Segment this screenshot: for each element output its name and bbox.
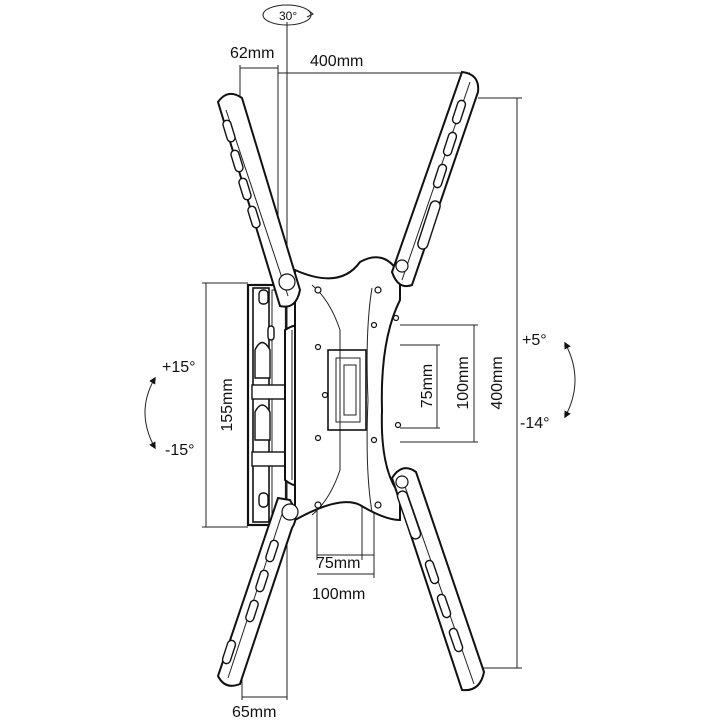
dim-65mm: 65mm [232,704,276,720]
arm-top-left [216,92,302,308]
dim-155mm: 155mm [219,378,236,431]
dim-75mm-height: 75mm [419,364,436,408]
arm-bottom-left [216,496,299,687]
arm-bottom-right [390,467,486,692]
dim-100mm-width: 100mm [312,586,365,603]
tilt-arrow [564,341,576,419]
dim-75mm-width: 75mm [316,555,360,572]
dim-400mm-width: 400mm [310,53,363,70]
dim-62mm: 62mm [230,45,274,62]
vesa-center-plate [294,256,402,522]
dim-400mm-height: 400mm [489,356,506,409]
swivel-up-label: +15° [162,359,196,376]
wall-plate-dimension-lines [202,282,248,528]
tilt-up-label: +5° [522,332,547,349]
arm-top-right [390,70,480,288]
dim-100mm-height: 100mm [455,356,472,409]
swivel-arrow [144,376,156,450]
swivel-down-label: -15° [165,442,195,459]
tilt-angle-label: 30° [279,9,297,23]
tilt-down-label: -14° [520,415,550,432]
right-dimension-lines [400,97,522,669]
